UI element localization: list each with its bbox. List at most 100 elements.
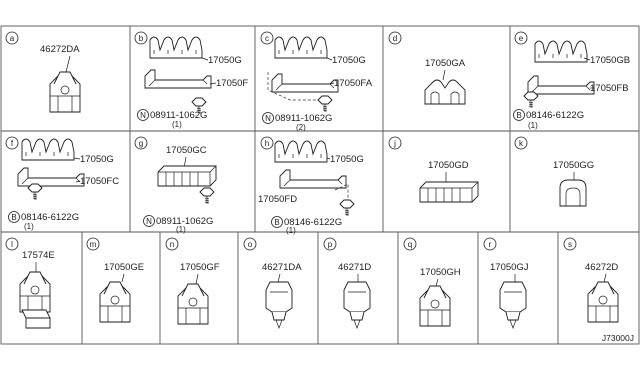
bolt-number-label: 08911-1062G (156, 216, 213, 227)
bolt-qty: (1) (176, 225, 186, 234)
part-number-label: 17050G (330, 154, 364, 165)
part-illustration (49, 71, 81, 113)
cell-letter: r (489, 240, 492, 249)
part2-number-label: 17050F (216, 78, 248, 89)
bolt-prefix: B (274, 218, 279, 227)
bolt-qty: (1) (528, 121, 538, 130)
bracket-illustration (271, 73, 339, 93)
part-number-label: 17050GD (428, 160, 469, 171)
part2-number-label: 17050FD (258, 194, 297, 205)
bolt-prefix: N (146, 217, 152, 226)
cell-letter: a (10, 34, 15, 43)
bolt-illustration (523, 91, 539, 109)
cell-p: p 46271D (323, 237, 371, 329)
cell-letter: d (393, 34, 397, 43)
cell-letter: h (265, 139, 269, 148)
bolt-illustration (339, 199, 355, 217)
assembly-guide-line (267, 72, 330, 101)
part-number-label: 17050GE (104, 262, 144, 273)
cell-c: c 17050G 17050FA N 08911-1062G (2) (260, 31, 373, 132)
cell-k: k 17050GG (514, 136, 594, 207)
part-illustration (177, 283, 209, 325)
bolt-number-label: 08146-6122G (21, 212, 79, 223)
cell-letter: q (408, 240, 412, 249)
part-illustration (424, 79, 466, 105)
part2-number-label: 17050FA (334, 78, 373, 89)
cell-q: q 17050GH (403, 237, 461, 327)
cell-o: o 46271DA (243, 237, 302, 329)
part-illustration (419, 285, 451, 327)
cell-e: e 17050GB 17050FB B 08146-6122G (1) (513, 31, 630, 130)
part-illustration (534, 40, 588, 63)
cell-m: m 17050GE (86, 237, 144, 323)
part-illustration (157, 165, 217, 187)
cell-f: f 17050G 17050FC B 08146-6122G (1) (5, 136, 119, 231)
cell-r: r 17050GJ (483, 237, 529, 329)
part-illustration (274, 140, 328, 163)
part-illustration (419, 181, 479, 203)
bolt-illustration (199, 187, 215, 205)
cell-letter: j (393, 139, 396, 148)
cell-b: b 17050G 17050F N 08911-1062G (1) (134, 31, 248, 129)
bolt-prefix: B (11, 213, 16, 222)
part-number-label: 17050GB (590, 55, 630, 66)
part-illustration (19, 271, 51, 313)
bolt-qty: (1) (286, 226, 296, 235)
cell-l: l 17574E (5, 237, 55, 329)
bracket-illustration (144, 69, 212, 89)
cell-j: j 17050GD (388, 136, 479, 203)
part-number-label: 17050GA (425, 58, 466, 69)
part-illustration-lower (21, 309, 51, 329)
bolt-qty: (1) (24, 222, 34, 231)
cell-letter: k (519, 139, 524, 148)
part-number-label: 17050GF (180, 262, 220, 273)
bolt-illustration (27, 183, 43, 201)
cell-h: h 17050G 17050FD B 08146-6122G (1) (258, 136, 364, 235)
part-illustration (265, 281, 293, 329)
cell-a: a 46272DA (5, 31, 81, 113)
cell-letter: l (11, 240, 13, 249)
part-number-label: 17050GC (166, 145, 207, 156)
bolt-number-label: 08911-1062G (275, 113, 332, 124)
diagram-reference-code: J73000J (602, 333, 634, 343)
bolt-number-label: 08146-6122G (526, 110, 584, 121)
bolt-qty: (1) (172, 120, 182, 129)
part-number-label: 46271DA (262, 262, 302, 273)
part2-number-label: 17050FB (590, 83, 629, 94)
part-number-label: 17050G (80, 154, 114, 165)
cell-letter: p (328, 240, 333, 249)
part-number-label: 46271D (338, 262, 371, 273)
part-illustration (149, 36, 203, 59)
cell-letter: n (170, 240, 174, 249)
part-illustration (587, 281, 619, 323)
part-number-label: 46272D (585, 262, 618, 273)
part-number-label: 17050G (208, 55, 242, 66)
bracket-illustration (17, 167, 85, 187)
part2-number-label: 17050FC (80, 176, 119, 187)
grid-lines (0, 25, 640, 345)
bolt-number-label: 08911-1062G (150, 110, 207, 121)
bolt-number-label: 08146-6122G (284, 217, 342, 228)
part-number-label: 17050GH (420, 267, 461, 278)
part-illustration (499, 281, 527, 329)
part-number-label: 46272DA (40, 44, 80, 55)
part-illustration (21, 138, 75, 161)
bolt-illustration (317, 95, 333, 113)
part-number-label: 17050G (332, 55, 366, 66)
part-illustration (99, 281, 131, 323)
part-number-label: 17050GG (553, 160, 594, 171)
part-illustration (559, 179, 587, 207)
bracket-illustration (527, 75, 595, 95)
cell-letter: o (248, 240, 253, 249)
cell-letter: e (519, 34, 524, 43)
cell-letter: s (568, 240, 572, 249)
bolt-prefix: B (516, 111, 521, 120)
part-number-label: 17574E (22, 250, 55, 261)
part-illustration (274, 36, 328, 59)
cell-s: s 46272D (563, 237, 619, 323)
cell-letter: c (265, 34, 269, 43)
cell-letter: b (139, 34, 144, 43)
bracket-illustration (279, 169, 347, 189)
bolt-prefix: N (140, 111, 146, 120)
